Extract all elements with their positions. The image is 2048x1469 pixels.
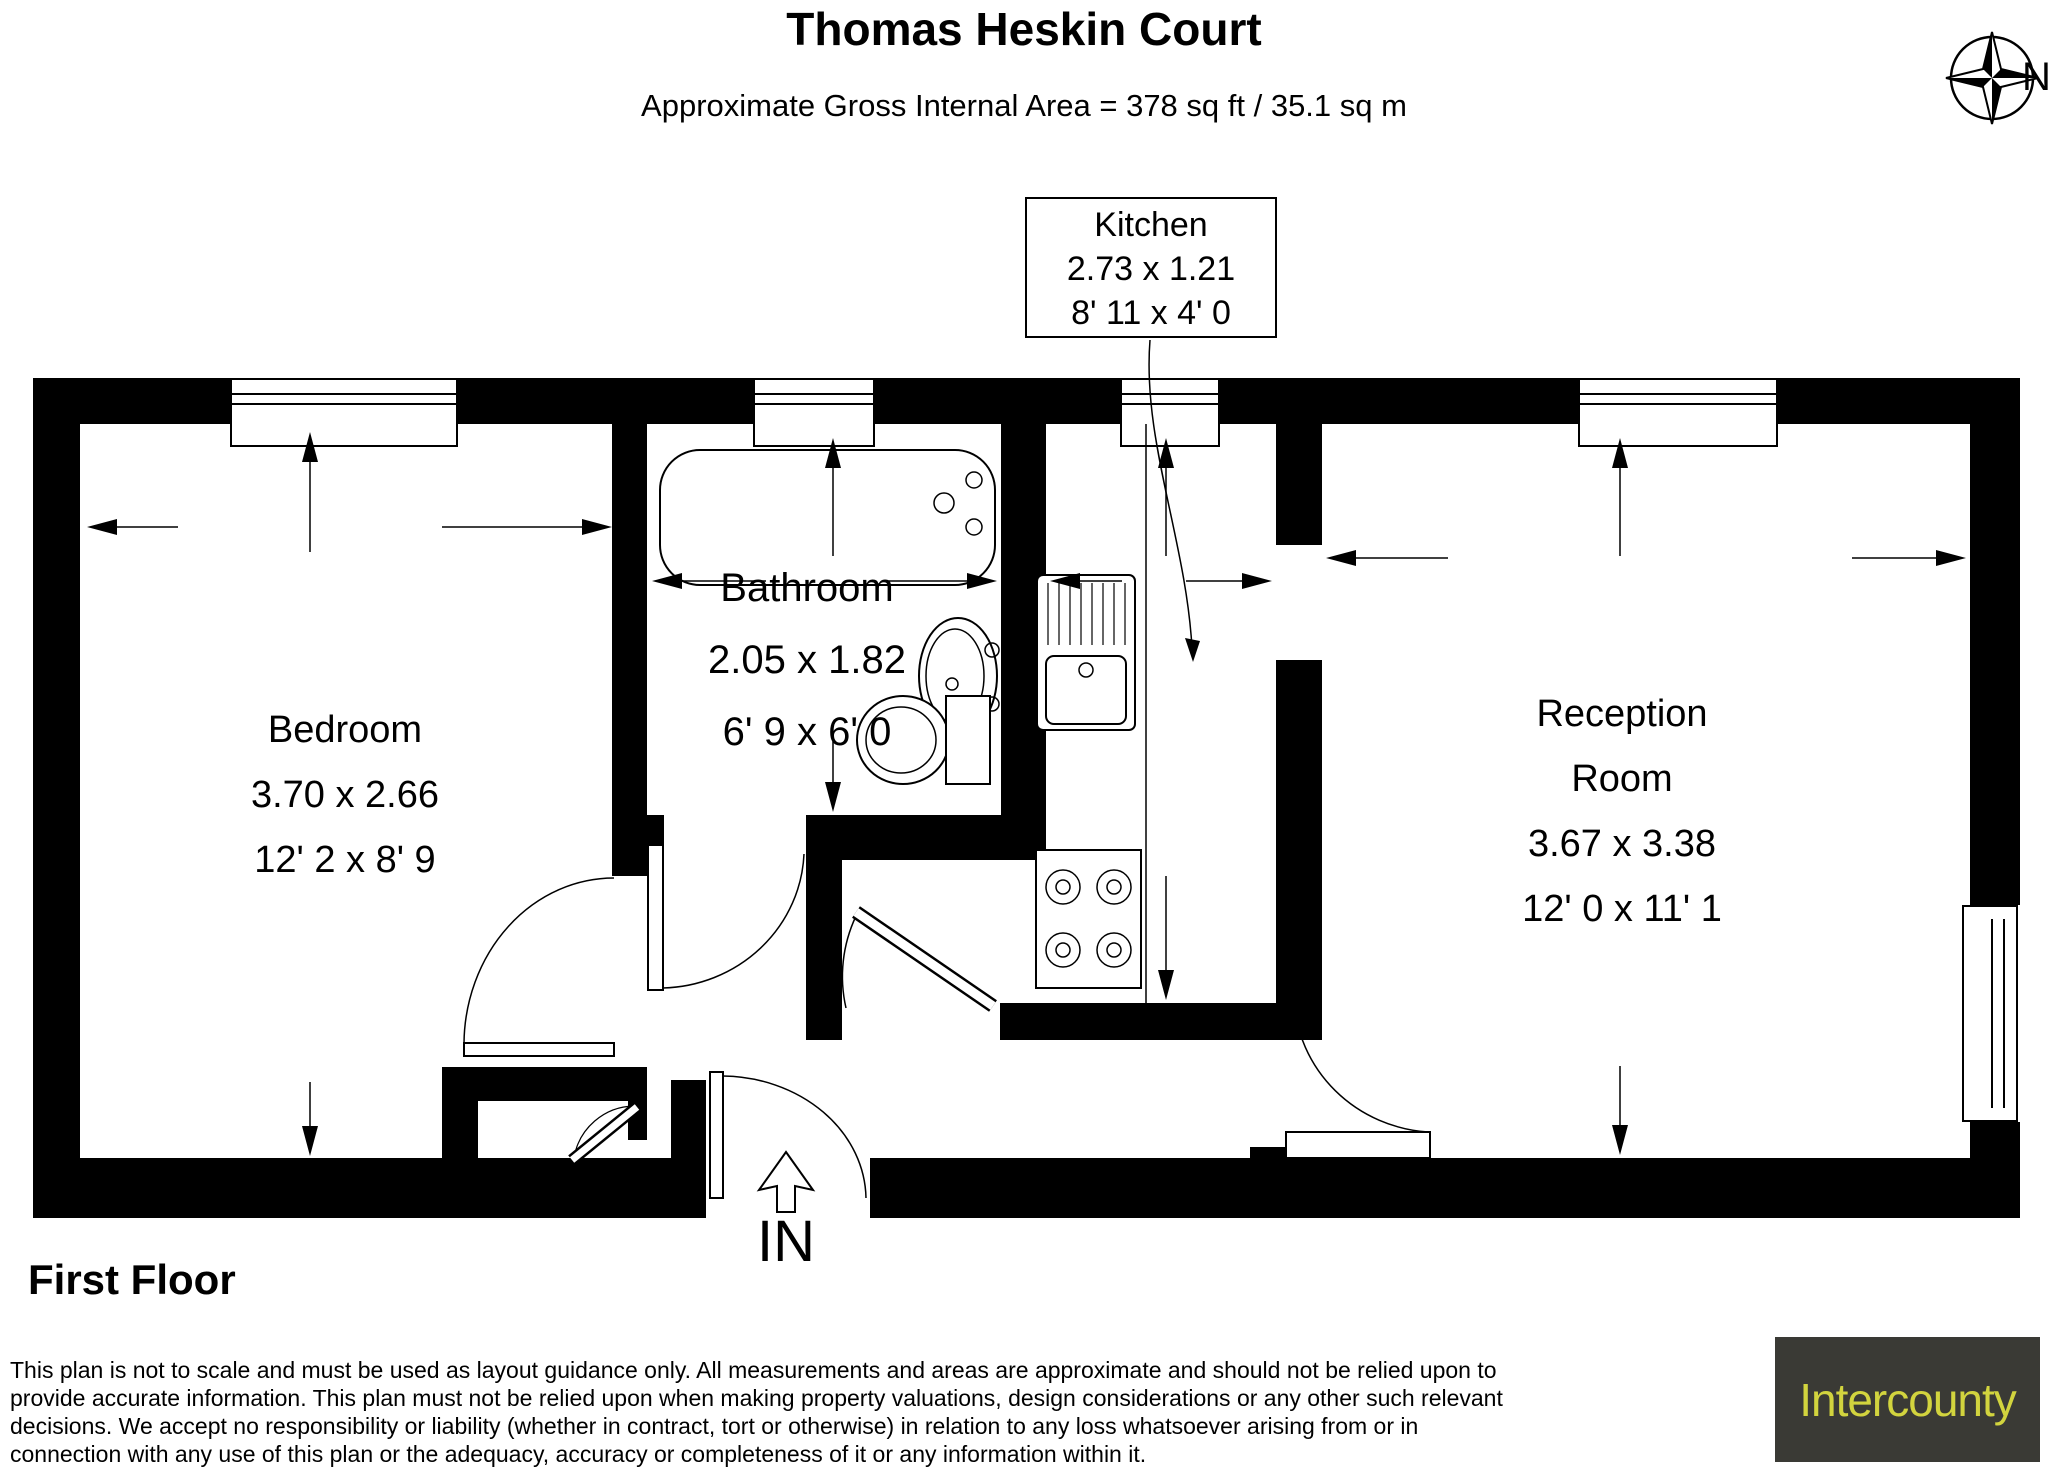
reception-door-leaf [1285,1131,1431,1159]
wall-kitchen-reception [1276,660,1322,1040]
wall-closet-top [442,1067,647,1101]
intercounty-logo: Intercounty [1775,1337,2040,1462]
kitchen-label: Kitchen [1094,206,1208,244]
kitchen-window [1120,378,1220,447]
bathroom-label: Bathroom [720,566,894,610]
bathroom-dimensions-metric: 2.05 x 1.82 [708,638,906,682]
bathroom-label-block: Bathroom 2.05 x 1.82 6' 9 x 6' 0 [617,552,997,768]
wall-top [1220,378,1578,424]
bedroom-label: Bedroom [267,709,423,751]
kitchen-dimension-arrows [1050,438,1272,1000]
wall-bedroom-bathroom [612,424,647,876]
kitchen-label-box: Kitchen 2.73 x 1.21 8' 11 x 4' 0 [1025,197,1277,338]
disclaimer-line: provide accurate information. This plan … [10,1385,1503,1411]
wall-top [1778,378,2020,424]
kitchen-sink-icon [1036,574,1136,731]
bedroom-door-leaf [463,1042,615,1057]
bedroom-dimensions-metric: 3.70 x 2.66 [250,774,440,816]
reception-label-line2: Room [1571,758,1673,800]
wall-right [1970,424,2020,905]
bathroom-window [753,378,875,447]
bedroom-label-block: Bedroom 3.70 x 2.66 12' 2 x 8' 9 [145,698,545,893]
reception-dimensions-metric: 3.67 x 3.38 [1527,823,1717,865]
wall-bottom [870,1158,2020,1218]
wall-bottom [33,1158,706,1218]
intercounty-logo-text: Intercounty [1799,1373,2017,1426]
reception-label-block: Reception Room 3.67 x 3.38 12' 0 x 11' 1 [1422,682,1822,942]
bathroom-dimensions-imperial: 6' 9 x 6' 0 [722,710,892,754]
reception-label-line1: Reception [1536,693,1708,735]
reception-window [1578,378,1778,447]
wall-left [33,378,80,1216]
wall-entry-stub [671,1080,706,1158]
disclaimer-text: This plan is not to scale and must be us… [10,1356,1503,1468]
bedroom-door-arc [463,877,615,1044]
entrance-door-leaf [709,1071,724,1199]
wall-top [458,378,753,424]
entrance-arrow-icon [756,1150,816,1213]
disclaimer-line: decisions. We accept no responsibility o… [10,1413,1419,1439]
entrance-door-arc [722,1075,867,1199]
floor-title: First Floor [28,1256,236,1303]
compass-north-label: N [2022,55,2048,99]
bedroom-window [230,378,458,447]
wall-closet-stub [628,1101,647,1140]
bathroom-door-arc [662,853,805,989]
wall-bathroom-kitchen [1001,424,1046,860]
hob-icon [1035,849,1142,989]
kitchen-dimensions-imperial: 8' 11 x 4' 0 [1071,294,1231,332]
wall-kitchen-bottom [1000,1003,1276,1040]
bathroom-door-leaf [647,844,664,991]
wall-reception-door-jamb [1250,1147,1286,1158]
wall-kitchen-reception [1276,424,1322,545]
entrance-label: IN [757,1209,815,1274]
kitchen-door-leaf [852,906,997,1012]
disclaimer-line: This plan is not to scale and must be us… [10,1357,1497,1383]
disclaimer-line: connection with any use of this plan or … [10,1441,1147,1467]
kitchen-door-arc [841,915,857,1009]
bedroom-dimensions-imperial: 12' 2 x 8' 9 [254,839,436,881]
wall-bathroom-bottom [806,815,1001,860]
page-subtitle: Approximate Gross Internal Area = 378 sq… [641,88,1407,123]
page-title: Thomas Heskin Court [786,3,1262,55]
closet-door-arc [573,1105,635,1159]
reception-dimensions-imperial: 12' 0 x 11' 1 [1522,888,1722,930]
reception-side-window [1962,905,2018,1122]
wall-bathroom-bottom [647,815,664,860]
wall-top [875,378,1120,424]
wall-closet-left [442,1101,478,1158]
wall-hall-stub [806,860,842,1040]
kitchen-dimensions-metric: 2.73 x 1.21 [1066,250,1236,288]
